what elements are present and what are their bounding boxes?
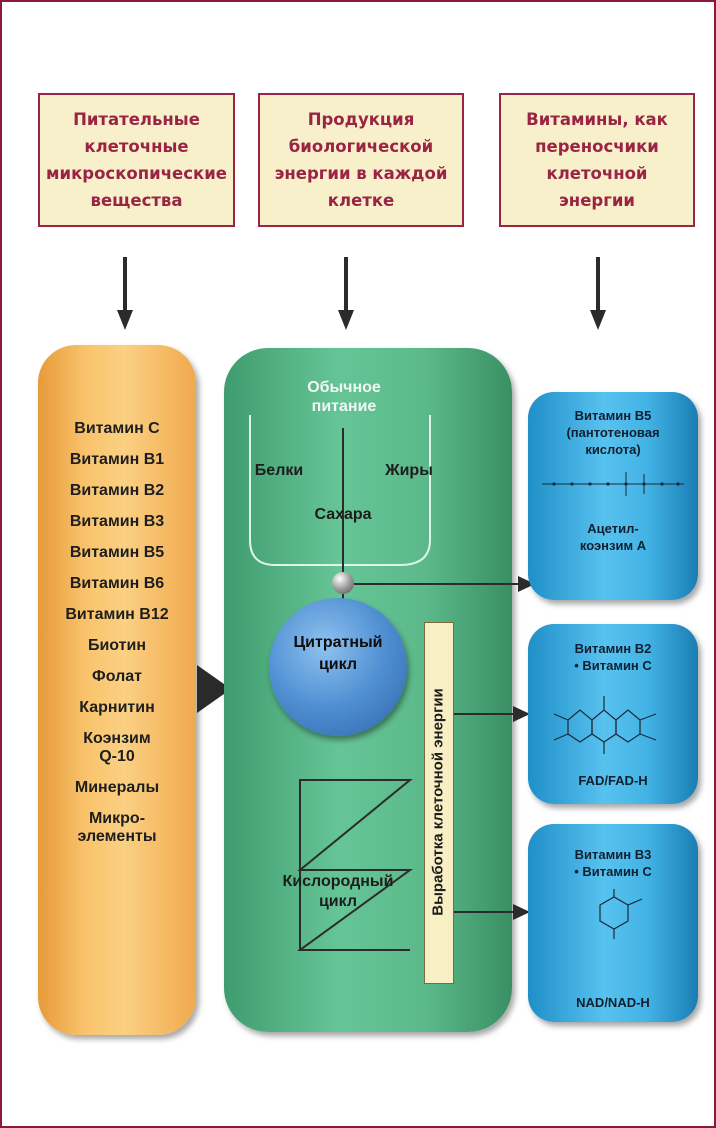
vitamin-b5-box	[528, 392, 698, 600]
nutrient-item: Витамин В6	[69, 575, 165, 592]
citrate-cycle-label: Цитратный цикл	[293, 634, 383, 673]
nutrients-panel	[38, 345, 196, 1035]
arrow-head-icon	[513, 904, 530, 920]
nutrient-item: Витамин В2	[69, 482, 165, 499]
nutrient-item: Витамин В3	[69, 513, 165, 530]
proteins-label: Белки	[254, 462, 304, 479]
header-nutrients: Питательные клеточные микроскопические в…	[38, 93, 235, 227]
fats-label: Жиры	[385, 462, 433, 479]
energy-production-bar	[424, 622, 454, 984]
vitamin-b3-box	[528, 824, 698, 1022]
header-energy-production: Продукция биологической энергии в каждой…	[258, 93, 464, 227]
vitamin-b5-title: Витамин В5 (пантотеновая кислота)	[566, 408, 660, 457]
nutrient-item: Минералы	[74, 779, 160, 796]
arrow-head-icon	[518, 576, 535, 592]
niacin-formula-icon	[599, 889, 643, 939]
nutrient-item: Карнитин	[79, 699, 155, 716]
food-label: Обычное питание	[307, 379, 381, 415]
nutrient-item: Микро- элементы	[77, 810, 157, 845]
acetyl-coa-label: Ацетил- коэнзим А	[579, 521, 647, 553]
down-arrow-icon	[588, 257, 608, 332]
nutrients-list: Витамин С Витамин В1 Витамин В2 Витамин …	[38, 420, 196, 859]
sugars-label: Сахара	[314, 506, 372, 523]
nutrient-item: Витамин С	[74, 420, 160, 437]
pantothenic-formula-icon	[542, 472, 684, 496]
nutrient-item: Витамин В1	[69, 451, 165, 468]
arrow-head-icon	[513, 706, 530, 722]
vitamin-b3-title: Витамин В3 • Витамин С	[574, 847, 652, 879]
citrate-cycle-circle	[269, 598, 407, 736]
nutrient-item: Коэнзим Q-10	[83, 730, 151, 765]
vitamin-b2-title: Витамин В2 • Витамин С	[574, 641, 652, 673]
down-arrow-icon	[336, 257, 356, 332]
oxygen-cycle-label: Кислородный цикл	[282, 873, 394, 910]
nad-label: NAD/NAD-H	[576, 995, 650, 1010]
food-bracket	[249, 415, 431, 566]
zigzag-line	[296, 779, 414, 951]
energy-production-label: Выработка клеточной энергии	[429, 688, 447, 916]
nutrient-item: Фолат	[92, 668, 142, 685]
nutrient-item: Витамин В5	[69, 544, 165, 561]
junction-ball-icon	[332, 572, 354, 594]
nutrient-item: Биотин	[87, 637, 147, 654]
fad-label: FAD/FAD-H	[578, 773, 648, 788]
down-arrow-icon	[115, 257, 135, 332]
header-vitamins-carriers: Витамины, как переносчики клеточной энер…	[499, 93, 695, 227]
riboflavin-formula-icon	[553, 696, 657, 754]
nutrient-item: Витамин В12	[65, 606, 169, 623]
vitamin-b2-box	[528, 624, 698, 804]
